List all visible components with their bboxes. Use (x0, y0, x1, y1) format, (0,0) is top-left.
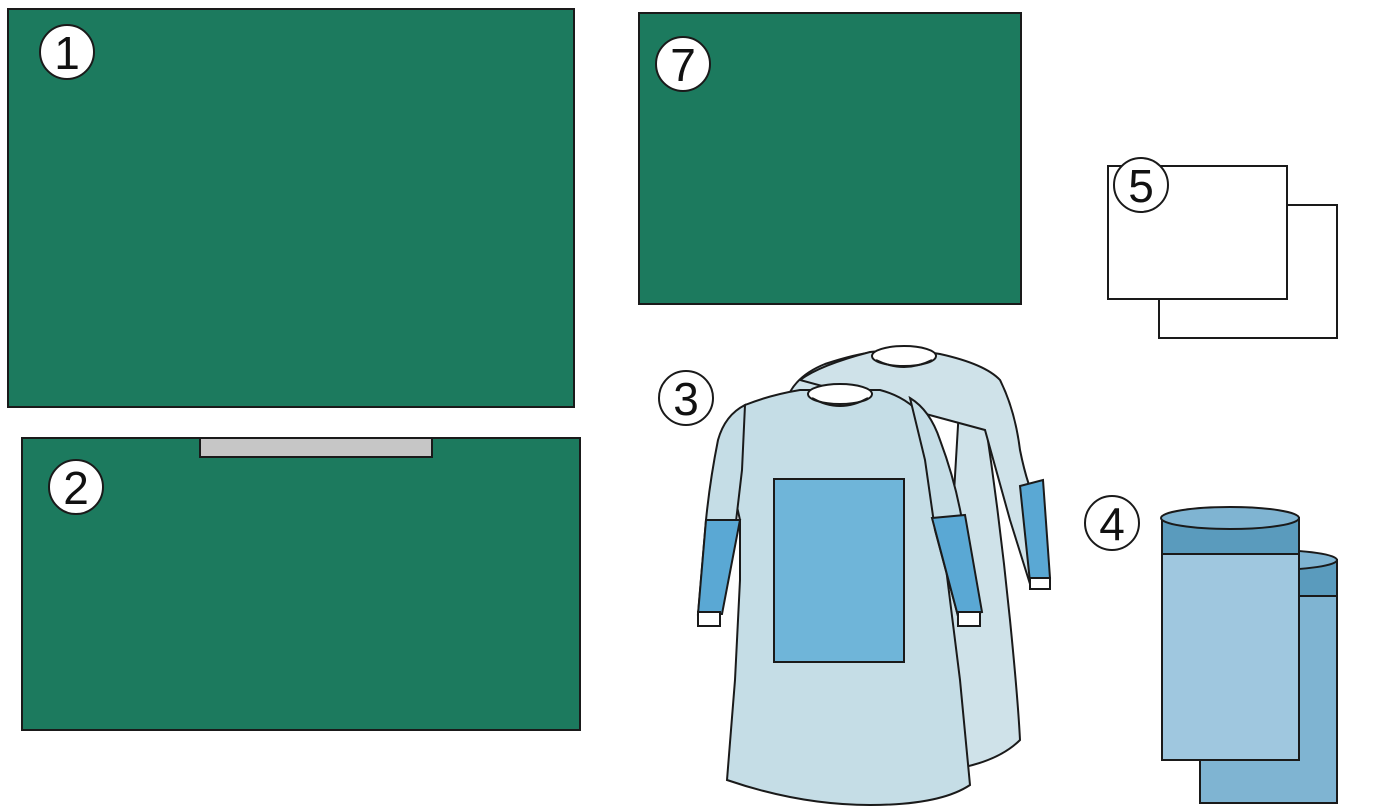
towels-5-number: 5 (1128, 160, 1154, 212)
gown-front-icon (698, 384, 982, 805)
covers-4: 4 (1085, 496, 1337, 803)
cylindrical-cover-front-icon (1161, 507, 1299, 760)
cover-front-top (1161, 507, 1299, 529)
gown-front-left-cuff-end (698, 612, 720, 626)
drape-1-sheet (8, 9, 574, 407)
drape-1: 1 (8, 9, 574, 407)
gown-back-cuff-end (1030, 578, 1050, 589)
drape-7-number: 7 (670, 39, 696, 91)
drape-7: 7 (639, 13, 1021, 304)
drape-2-number: 2 (63, 462, 89, 514)
gown-front-panel (774, 479, 904, 662)
gown-front-right-cuff-end (958, 612, 980, 626)
covers-4-number: 4 (1099, 498, 1125, 550)
gown-front-left-cuff (698, 520, 740, 614)
adhesive-strip-icon (200, 438, 432, 457)
gowns-3-number: 3 (673, 373, 699, 425)
drape-1-number: 1 (54, 27, 80, 79)
drape-2-sheet (22, 438, 580, 730)
drape-2: 2 (22, 438, 580, 730)
gowns-3: 3 (659, 346, 1050, 805)
towels-5: 5 (1108, 158, 1337, 338)
